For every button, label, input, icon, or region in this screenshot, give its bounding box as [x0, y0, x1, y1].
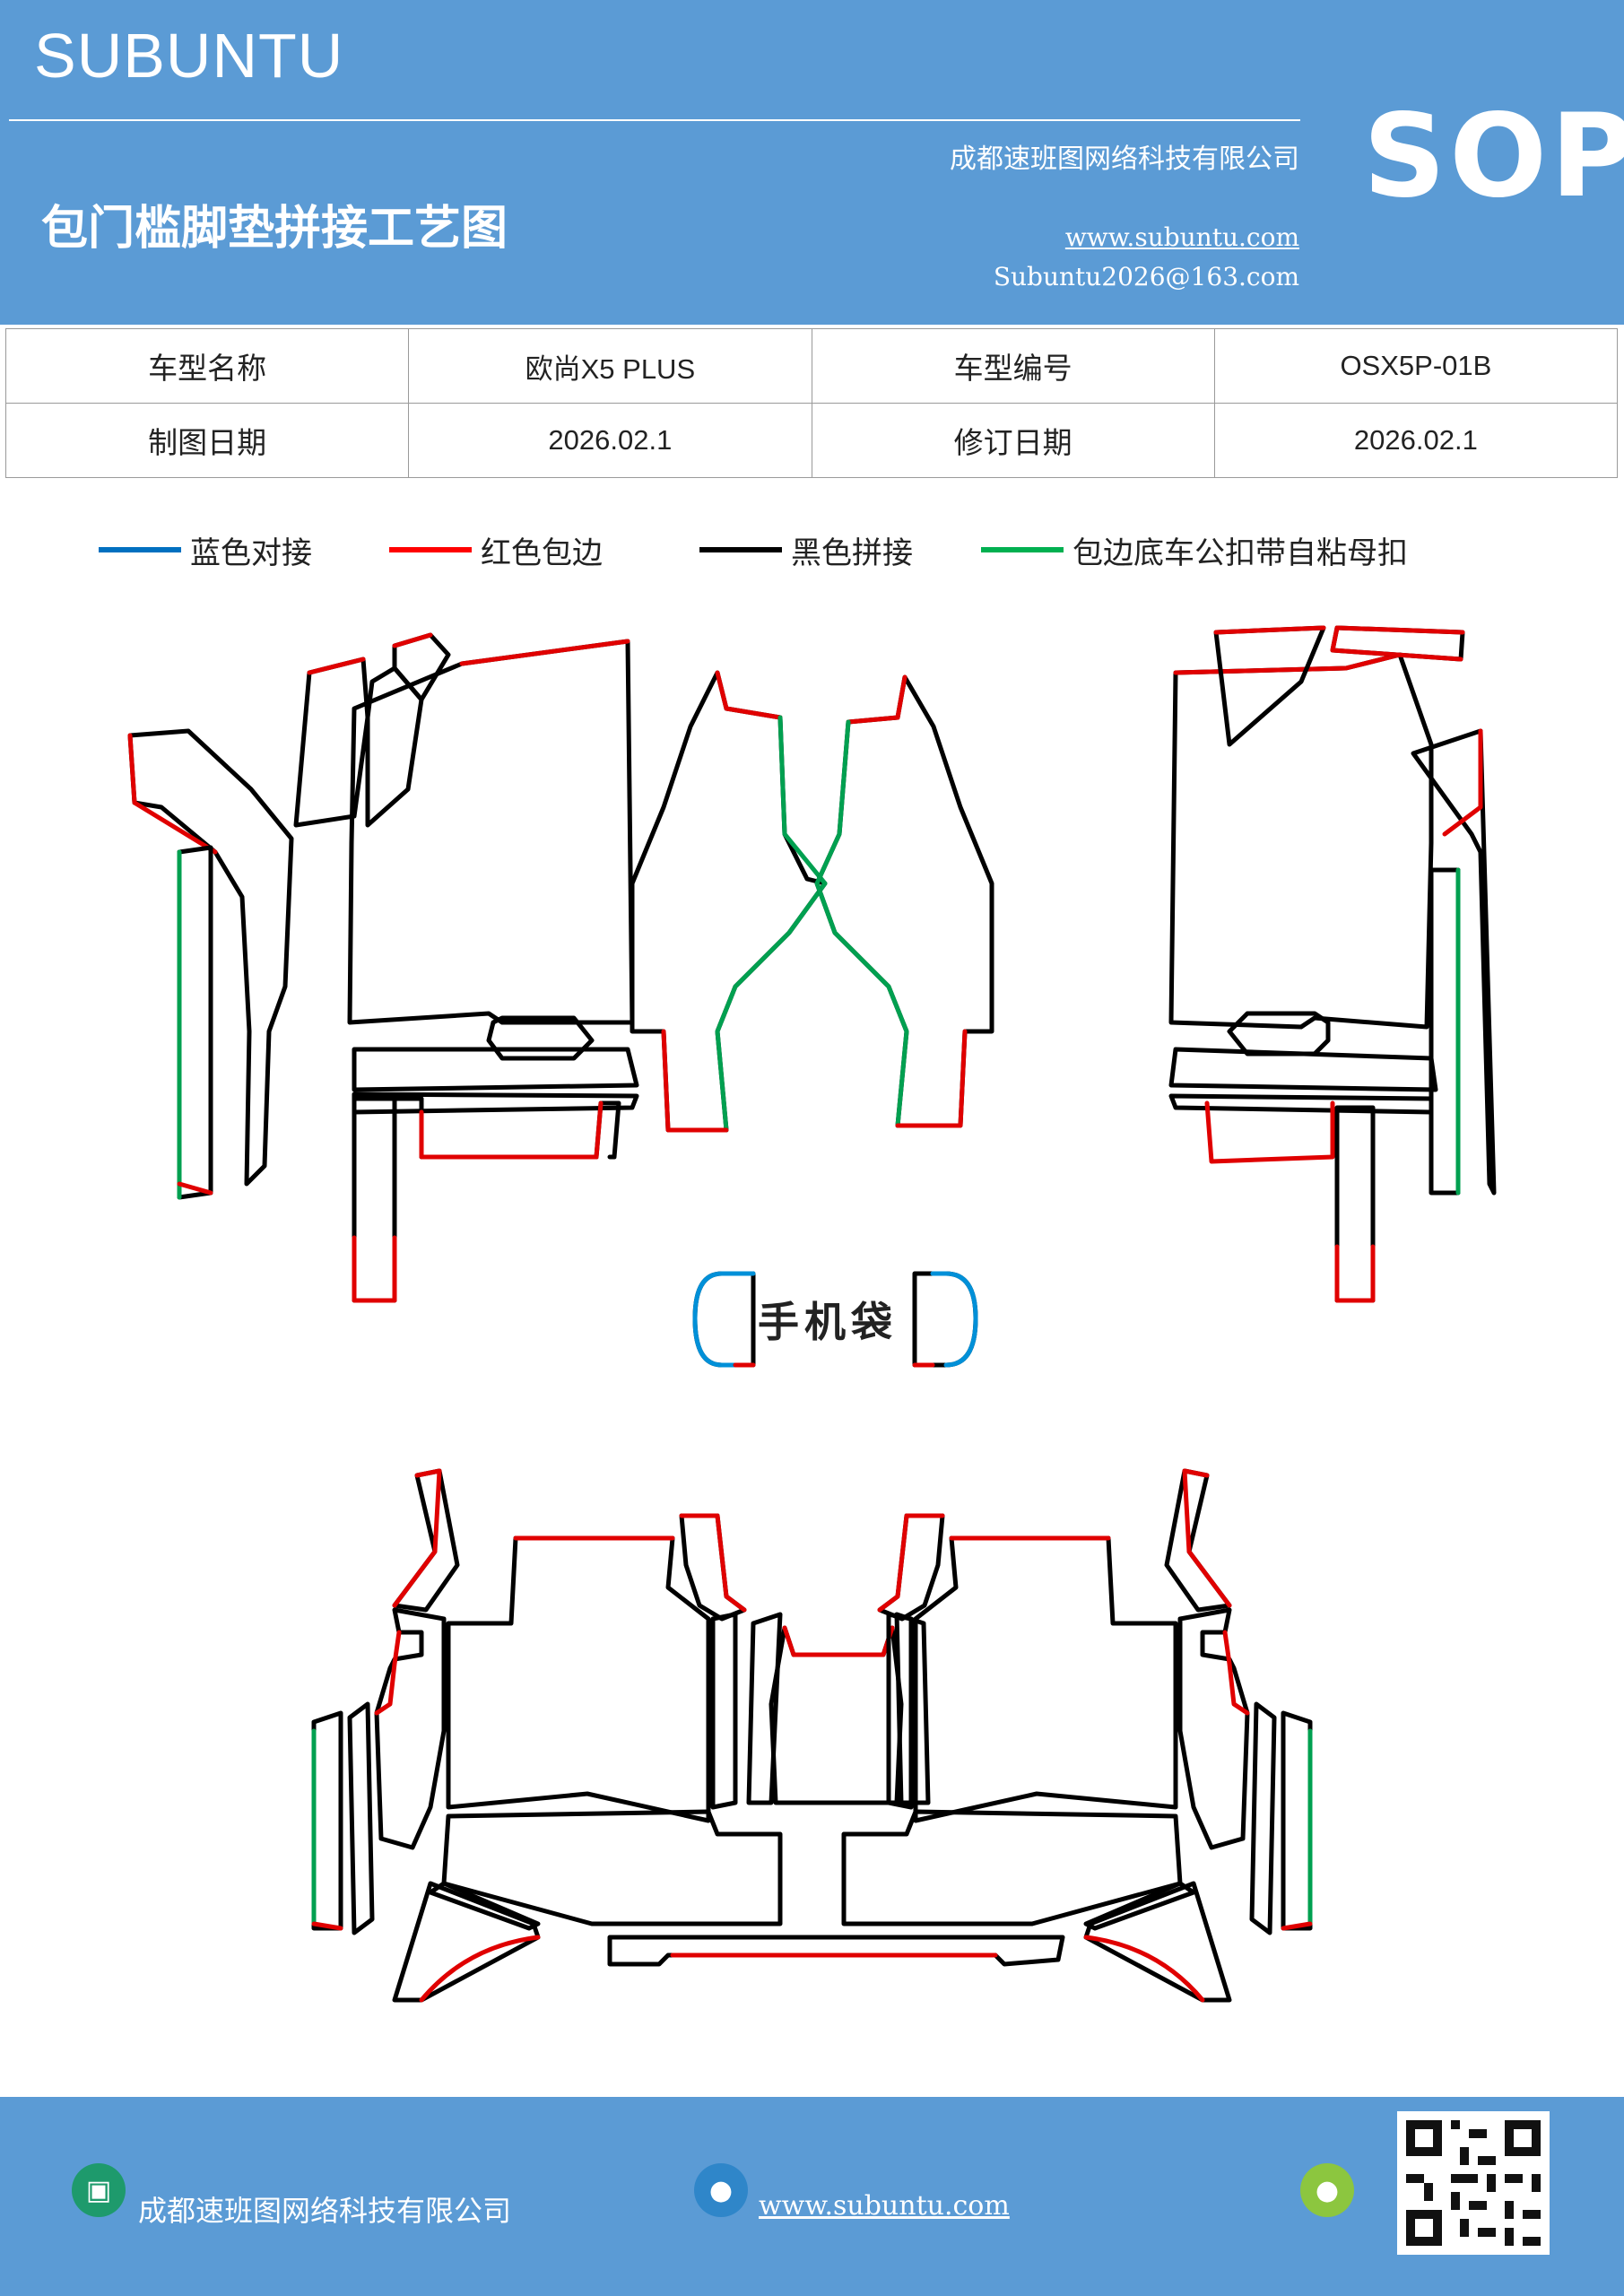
qr-code [1397, 2111, 1550, 2255]
table-row: 车型名称 欧尚X5 PLUS 车型编号 OSX5P-01B [4, 328, 1619, 404]
rear-left-thin-strip [428, 1881, 541, 1931]
rear-right-main-mat [913, 1535, 1178, 1823]
front-right-main-mat [1168, 652, 1434, 1030]
rear-left-curve-strip [347, 1701, 375, 1935]
rear-left-lower-mat [441, 1809, 783, 1926]
legend-swatch [699, 547, 782, 552]
front-right-long-sill [1429, 867, 1461, 1196]
front-left-hbar [352, 1047, 639, 1092]
brand-name: SUBUNTU [34, 21, 344, 91]
building-icon: ▣ [72, 2163, 126, 2217]
rear-center-left-strip [746, 1612, 783, 1805]
legend-item-blue: 蓝色对接 [99, 527, 312, 572]
rear-left-bottom-curve [392, 1881, 541, 2003]
legend-label: 黑色拼接 [791, 535, 913, 571]
table-value: OSX5P-01B [1213, 328, 1619, 404]
document-title: 包门槛脚垫拼接工艺图 [41, 202, 508, 256]
front-left-side-mat [630, 670, 828, 1133]
front-left-bottom-piece [352, 1096, 397, 1303]
table-label: 车型编号 [811, 328, 1215, 404]
wechat-icon: ● [1300, 2163, 1354, 2217]
rear-left-long-sill [311, 1710, 343, 1931]
legend-label: 包边底车公扣带自粘母扣 [1073, 535, 1408, 571]
qr-code-graphic [1397, 2111, 1550, 2255]
legend-item-black: 黑色拼接 [699, 527, 913, 572]
table-label: 修订日期 [811, 403, 1215, 478]
rear-left-side-piece [374, 1607, 447, 1850]
legend-item-red: 红色包边 [389, 527, 603, 572]
legend-swatch [981, 547, 1064, 552]
legend-swatch [99, 547, 181, 552]
phone-bag-left [692, 1271, 756, 1368]
phone-bag-group [692, 1271, 978, 1368]
table-value: 2026.02.1 [408, 403, 812, 478]
front-left-mat-group [127, 632, 828, 1303]
front-right-mat-group [814, 625, 1497, 1303]
header-email: Subuntu2026@163.com [993, 262, 1299, 291]
table-row: 制图日期 2026.02.1 修订日期 2026.02.1 [4, 403, 1619, 478]
sop-badge: SOP [1363, 90, 1624, 223]
legend-label: 红色包边 [481, 535, 603, 571]
phone-bag-label: 手机袋 [758, 1298, 898, 1346]
table-value: 2026.02.1 [1213, 403, 1619, 478]
rear-left-mat-group [311, 1468, 783, 2003]
front-right-sill-strip [1411, 728, 1497, 1196]
rear-left-main-mat [446, 1535, 711, 1823]
front-right-top-triangle [1213, 625, 1326, 747]
phone-bag-right [912, 1271, 978, 1368]
rear-left-vert-strip [710, 1612, 738, 1810]
rear-left-top-small [392, 1468, 460, 1613]
header-company: 成都速班图网络科技有限公司 [950, 144, 1299, 175]
front-left-long-sill [177, 845, 213, 1200]
rear-center-group [607, 1612, 1065, 1967]
table-value: 欧尚X5 PLUS [408, 328, 812, 404]
footer-company: 成都速班图网络科技有限公司 [138, 2194, 512, 2228]
header-website-link[interactable]: www.subuntu.com [1064, 222, 1299, 252]
header-banner [0, 0, 1624, 325]
rear-right-mat-group [841, 1468, 1313, 2003]
legend-item-green: 包边底车公扣带自粘母扣 [981, 527, 1408, 572]
front-left-main-mat [347, 639, 635, 1025]
table-label: 车型名称 [4, 328, 410, 404]
rear-center-bottom-bar [607, 1935, 1065, 1967]
info-table: 车型名称 欧尚X5 PLUS 车型编号 OSX5P-01B 制图日期 2026.… [4, 328, 1619, 478]
legend-label: 蓝色对接 [190, 535, 312, 571]
legend-swatch [389, 547, 472, 552]
header-divider [9, 119, 1300, 121]
front-left-top-piece-a [293, 657, 370, 828]
footer-website-link[interactable]: www.subuntu.com [759, 2190, 1010, 2222]
globe-icon: ● [694, 2163, 748, 2217]
front-left-sill-strip [127, 728, 294, 1187]
table-label: 制图日期 [4, 403, 410, 478]
